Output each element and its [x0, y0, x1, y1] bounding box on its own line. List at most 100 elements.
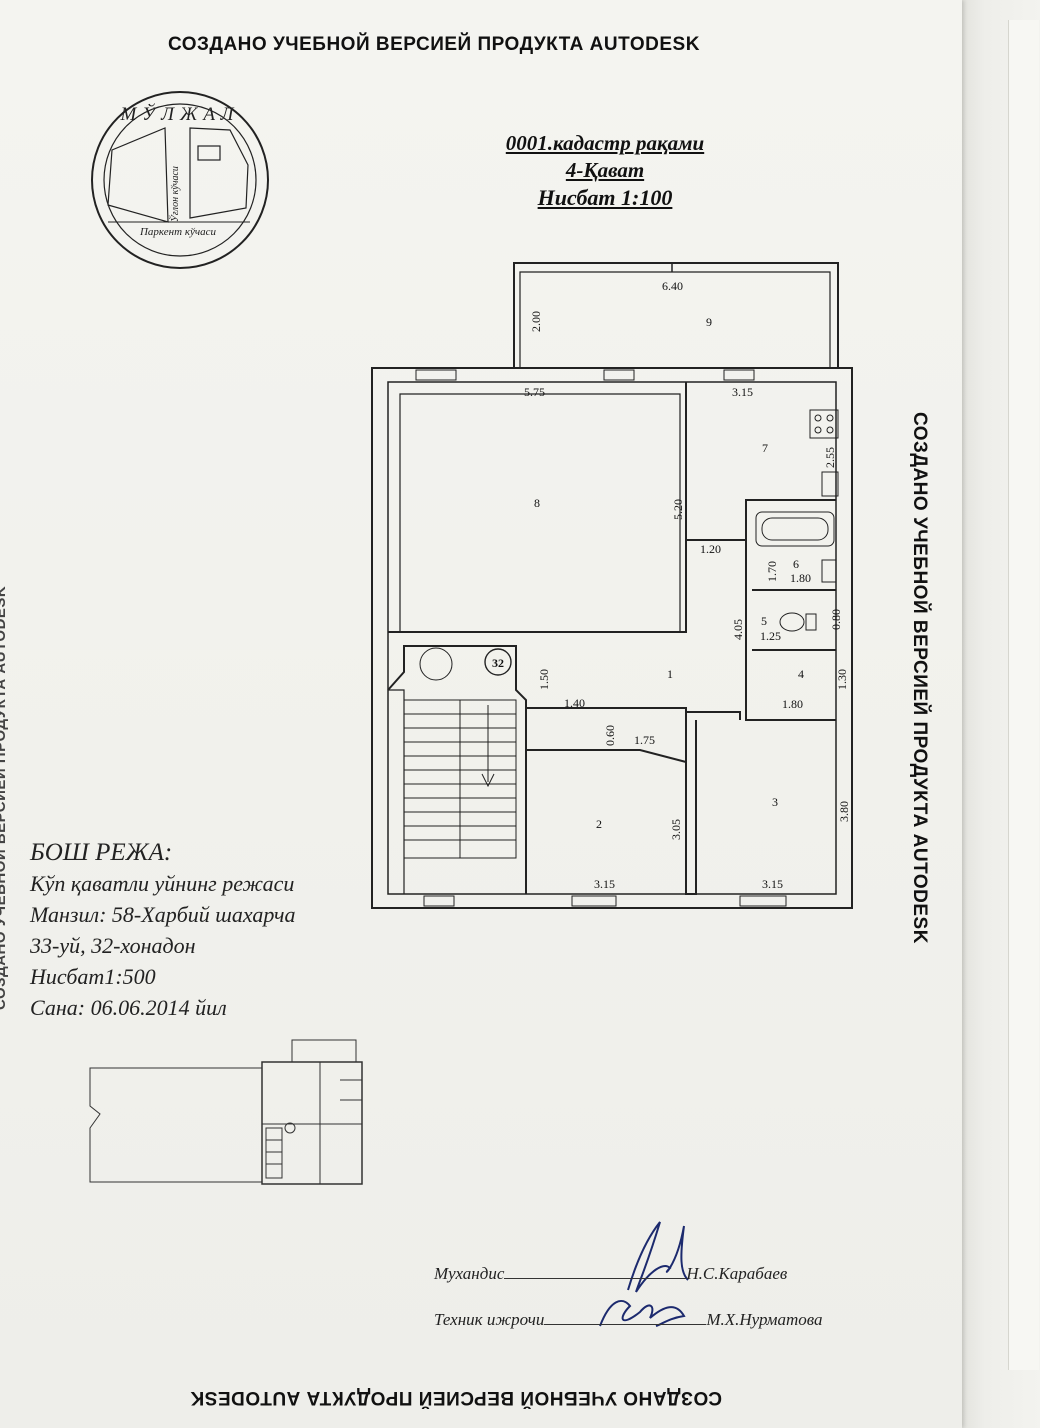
stair-wall	[387, 645, 527, 894]
info-line-2: Манзил: 58-Харбий шахарча	[30, 902, 296, 927]
room-label-1: 1	[667, 667, 673, 681]
stair-left-wall	[388, 689, 405, 894]
dim-room5-depth: 0.80	[829, 609, 843, 630]
plan-scale: Нисбат 1:100	[537, 185, 673, 210]
dim-niche-depth: 0.60	[603, 725, 617, 746]
site-stair	[265, 1127, 283, 1179]
dim-room6-width: 1.80	[790, 571, 811, 585]
stove-burner	[826, 414, 834, 422]
dim-room7-depth: 2.55	[823, 447, 837, 468]
stamp-block-left	[107, 127, 169, 223]
room-label-7: 7	[762, 441, 768, 455]
dim-room2-width: 3.15	[594, 877, 615, 891]
dim-balcony-width: 6.40	[662, 279, 683, 293]
room8-inner	[399, 393, 681, 632]
windows	[415, 369, 787, 907]
kitchen-sink	[821, 471, 839, 497]
stamp-street-vertical: Ўғлон кўчаси	[169, 166, 181, 222]
engineer-role: Мухандис	[434, 1264, 505, 1283]
technician-signature	[599, 1300, 686, 1327]
dim-niche-width: 1.40	[564, 696, 585, 710]
room3-top-wall	[686, 711, 741, 720]
apartment-number: 32	[492, 656, 504, 670]
dim-room3-depth: 3.80	[837, 801, 851, 822]
engineer-signature-line	[504, 1264, 687, 1279]
stamp-inner-circle	[103, 103, 257, 257]
staircase	[403, 647, 517, 859]
bathtub-inner	[761, 517, 829, 541]
dim-room8-width: 5.75	[524, 385, 545, 399]
plan-title-block: 0001.кадастр рақами 4-Қават Нисбат 1:100	[470, 130, 740, 211]
stamp-ring-text: МЎЛЖАЛ	[120, 102, 240, 125]
bath-wall	[745, 500, 836, 721]
window	[723, 369, 755, 381]
dim-room8-depth: 5.20	[671, 499, 685, 520]
balcony-wall-inner	[519, 271, 831, 368]
room-label-2: 2	[596, 817, 602, 831]
watermark-top: СОЗДАНО УЧЕБНОЙ ВЕРСИЕЙ ПРОДУКТА AUTODES…	[168, 34, 700, 55]
stove-burner	[814, 426, 822, 434]
dim-room7-width: 3.15	[732, 385, 753, 399]
dim-hall-upper: 1.50	[537, 669, 551, 690]
outer-wall-outer	[371, 367, 853, 909]
dim-room6-depth: 1.70	[765, 561, 779, 582]
outer-wall-inner	[387, 381, 837, 895]
apartment-number-circle	[484, 648, 512, 676]
stair-well-circle	[419, 647, 453, 681]
page-strip	[1008, 20, 1039, 1370]
bath-sink	[821, 559, 837, 583]
floor-plan-drawing: МЎЛЖАЛ Ўғлон кўчаси Паркент кўчаси	[89, 91, 853, 1327]
engineer-signature	[627, 1221, 689, 1293]
stamp-building-marker	[197, 145, 221, 161]
cadastre-number: 0001.кадастр рақами	[505, 131, 705, 155]
stove-burner	[826, 426, 834, 434]
window	[739, 895, 787, 907]
info-line-4: Нисбат1:500	[30, 964, 156, 989]
general-plan-info: БОШ РЕЖА: Кўп қаватли уйнинг режаси Манз…	[30, 838, 296, 1023]
stair-arrow	[481, 705, 495, 788]
dim-hall-lower: 1.75	[634, 733, 655, 747]
stove-burner	[814, 414, 822, 422]
room7-bottom-wall	[686, 499, 836, 541]
dim-room4-depth: 1.30	[835, 669, 849, 690]
fixtures	[755, 409, 839, 632]
info-line-1: Кўп қаватли уйнинг режаси	[30, 871, 295, 896]
room-label-8: 8	[534, 496, 540, 510]
niche-wall	[526, 707, 687, 716]
signature-marks	[599, 1221, 689, 1327]
info-line-3: 33-уй, 32-хонадон	[30, 933, 196, 958]
engineer-name: Н.С.Карабаев	[686, 1264, 788, 1283]
room8-wall	[388, 382, 687, 633]
underlying-pages	[948, 0, 1040, 1428]
room-label-9: 9	[706, 315, 712, 329]
bathtub	[755, 511, 835, 547]
window	[415, 369, 457, 381]
room-label-6: 6	[793, 557, 799, 571]
dim-corridor-small: 1.20	[700, 542, 721, 556]
dim-room5-width: 1.25	[760, 629, 781, 643]
info-heading: БОШ РЕЖА:	[30, 839, 173, 866]
info-line-5: Сана: 06.06.2014 йил	[30, 995, 227, 1020]
dim-room4-width: 1.80	[782, 697, 803, 711]
dim-room2-depth: 3.05	[669, 819, 683, 840]
balcony-wall	[513, 262, 839, 368]
stove	[809, 409, 839, 439]
window	[603, 369, 635, 381]
stamp-outer-circle	[91, 91, 269, 269]
site-plan	[89, 1039, 363, 1185]
walls	[371, 262, 853, 909]
toilet-tank	[805, 613, 817, 631]
dim-balcony-depth: 2.00	[529, 311, 543, 332]
room-label-4: 4	[798, 667, 804, 681]
window	[571, 895, 617, 907]
room2-room3-wall	[685, 716, 697, 895]
engineer-signature-row: Мухандис Н.С.Карабаев	[434, 1264, 787, 1284]
site-circle	[284, 1122, 296, 1134]
dim-hall-depth: 4.05	[731, 619, 745, 640]
technician-name: М.Х.Нурматова	[706, 1310, 823, 1329]
window	[423, 895, 455, 907]
stamp-block-right	[189, 127, 249, 219]
document-sheet: СОЗДАНО УЧЕБНОЙ ВЕРСИЕЙ ПРОДУКТА AUTODES…	[0, 0, 962, 1428]
site-building-block	[89, 1067, 263, 1183]
technician-role: Техник ижрочи	[434, 1310, 545, 1329]
